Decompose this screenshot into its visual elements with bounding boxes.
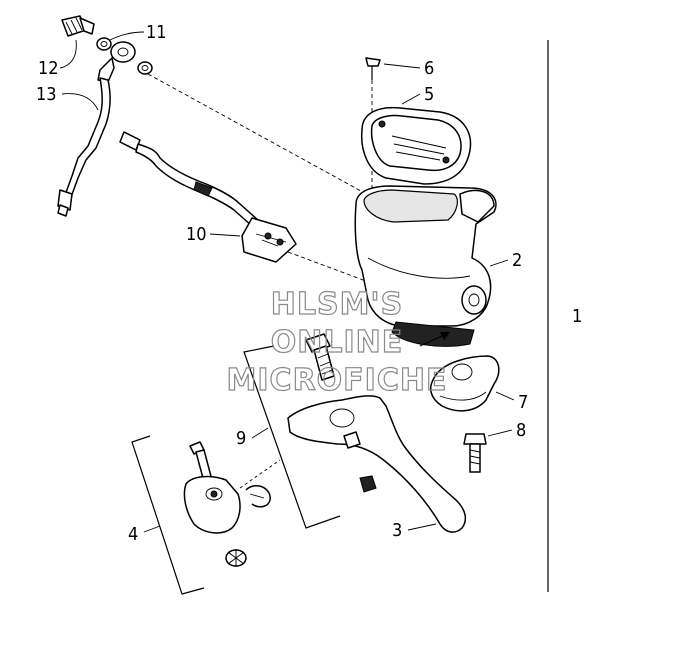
leader-4: [143, 525, 161, 533]
reservoir-cover-part[interactable]: [360, 106, 472, 185]
leader-6: [383, 63, 421, 69]
adjuster-screw-part[interactable]: [189, 441, 213, 483]
callout-5: 5: [424, 84, 434, 105]
watermark-line-3: MICROFICHE: [227, 363, 448, 398]
callout-8: 8: [516, 420, 526, 441]
lock-washer-part[interactable]: [225, 549, 247, 567]
lever-nut-part[interactable]: [359, 475, 377, 493]
callout-4: 4: [128, 524, 138, 545]
leader-8: [487, 429, 513, 437]
callout-12: 12: [38, 58, 59, 79]
washer-part[interactable]: [96, 37, 112, 51]
callout-13: 13: [36, 84, 57, 105]
brake-hose-part[interactable]: [57, 77, 111, 217]
leader-11: [109, 31, 145, 41]
leader-10: [209, 233, 241, 237]
leader-2: [489, 259, 509, 267]
leader-13: [61, 93, 99, 111]
watermark-line-1: HLSM'S: [271, 287, 403, 322]
retaining-clip-part[interactable]: [245, 485, 271, 508]
watermark-line-2: ONLINE: [271, 325, 404, 360]
callout-6: 6: [424, 58, 434, 79]
clamp-part[interactable]: [429, 355, 500, 412]
arrow-icon: [419, 332, 450, 347]
brake-switch-part[interactable]: [119, 131, 297, 263]
cover-screw-part[interactable]: [365, 57, 381, 80]
clamp-bolt-part[interactable]: [463, 433, 487, 473]
washer-part-2[interactable]: [137, 61, 153, 75]
callout-10: 10: [186, 224, 207, 245]
leader-5: [401, 93, 421, 105]
callout-2: 2: [512, 250, 522, 271]
banjo-bolt-part[interactable]: [61, 15, 95, 37]
callout-9: 9: [236, 428, 246, 449]
callout-7: 7: [518, 392, 528, 413]
callout-11: 11: [146, 22, 167, 43]
bracket-9: [243, 345, 341, 529]
callout-1: 1: [572, 306, 582, 327]
watermark: HLSM'S ONLINE MICROFICHE: [226, 286, 448, 398]
switch-bracket-part[interactable]: [183, 475, 241, 534]
callout-3: 3: [392, 520, 402, 541]
pivot-bolt-part[interactable]: [305, 333, 335, 381]
bracket-4: [131, 435, 205, 595]
brake-lever-part[interactable]: [287, 395, 467, 533]
master-cylinder-part[interactable]: [354, 185, 497, 347]
leader-3: [407, 523, 437, 531]
leader-9: [251, 427, 269, 439]
leader-12: [59, 39, 77, 69]
leader-7: [495, 391, 515, 401]
